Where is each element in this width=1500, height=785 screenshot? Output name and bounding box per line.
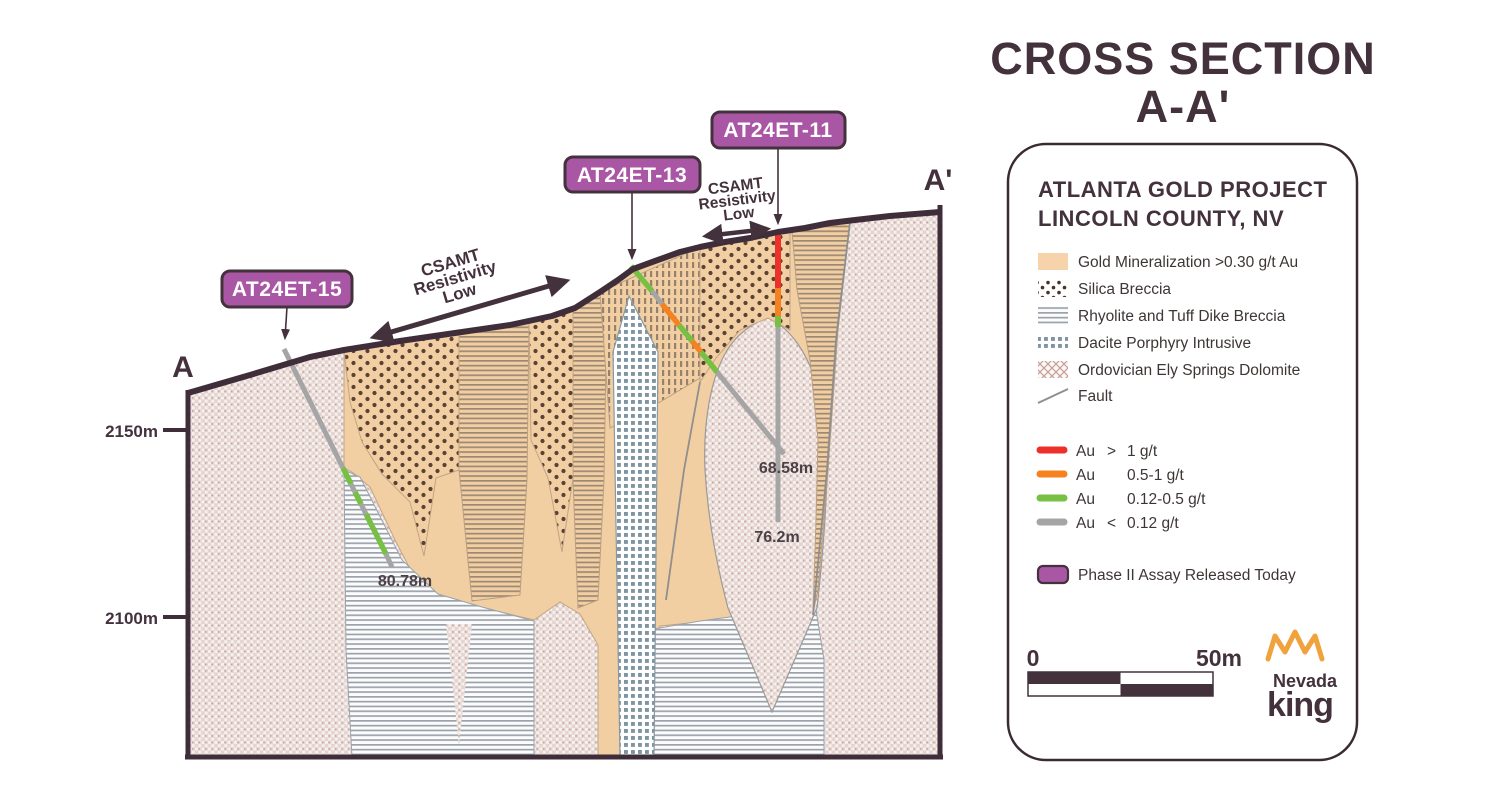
csamt-annotation-short: CSAMT Resistivity Low bbox=[698, 175, 777, 245]
svg-text:Au: Au bbox=[1076, 491, 1095, 508]
drillhole-trace-AT24ET-15 bbox=[281, 347, 395, 569]
eoh-label-AT24ET-13: 68.58m bbox=[759, 460, 813, 477]
svg-text:Phase II Assay Released Today: Phase II Assay Released Today bbox=[1078, 567, 1296, 584]
legend-item-silica-breccia: Silica Breccia bbox=[1038, 280, 1171, 298]
svg-text:Dacite Porphyry Intrusive: Dacite Porphyry Intrusive bbox=[1078, 335, 1251, 352]
nevada-king-logo: Nevada king bbox=[1265, 629, 1338, 724]
svg-text:Silica Breccia: Silica Breccia bbox=[1078, 281, 1171, 298]
logo-king-text: king bbox=[1267, 686, 1333, 724]
legend-au-05-1: Au 0.5-1 g/t bbox=[1036, 467, 1185, 484]
endpoint-label-a-prime: A' bbox=[924, 164, 953, 197]
silica-breccia-right bbox=[699, 230, 791, 384]
legend-item-rhyolite: Rhyolite and Tuff Dike Breccia bbox=[1038, 307, 1286, 325]
csamt-short-line3: Low bbox=[722, 204, 756, 225]
svg-text:0.5-1 g/t: 0.5-1 g/t bbox=[1127, 467, 1185, 484]
svg-text:Rhyolite and Tuff Dike Breccia: Rhyolite and Tuff Dike Breccia bbox=[1078, 308, 1286, 325]
drillhole-label-AT24ET-13: AT24ET-13 bbox=[563, 155, 702, 261]
elevation-label-2100: 2100m bbox=[105, 609, 158, 628]
legend-au-gt1: Au > 1 g/t bbox=[1036, 443, 1158, 460]
legend-item-gold: Gold Mineralization >0.30 g/t Au bbox=[1038, 253, 1298, 271]
legend-item-dacite: Dacite Porphyry Intrusive bbox=[1038, 334, 1251, 352]
legend-panel: ATLANTA GOLD PROJECT LINCOLN COUNTY, NV … bbox=[1006, 142, 1359, 762]
legend-au-012-05: Au 0.12-0.5 g/t bbox=[1036, 491, 1206, 508]
svg-text:AT24ET-15: AT24ET-15 bbox=[232, 278, 342, 301]
panel-header-line1: ATLANTA GOLD PROJECT bbox=[1038, 177, 1328, 202]
fault-line-right bbox=[812, 221, 851, 616]
svg-text:AT24ET-13: AT24ET-13 bbox=[577, 164, 687, 187]
eoh-label-AT24ET-15: 80.78m bbox=[378, 573, 432, 590]
scale-start-label: 0 bbox=[1027, 645, 1040, 671]
legend-item-fault: Fault bbox=[1037, 388, 1113, 405]
svg-text:0.12-0.5 g/t: 0.12-0.5 g/t bbox=[1127, 491, 1206, 508]
scale-end-label: 50m bbox=[1196, 645, 1242, 671]
page-title-line2: A-A' bbox=[1136, 81, 1231, 132]
svg-text:1 g/t: 1 g/t bbox=[1127, 443, 1158, 460]
logo-nevada-text: Nevada bbox=[1273, 671, 1338, 691]
legend-panel-border bbox=[1006, 142, 1359, 762]
legend-item-phase2: Phase II Assay Released Today bbox=[1036, 564, 1296, 585]
scale-bar: 0 50m bbox=[1027, 645, 1242, 697]
svg-text:0.12 g/t: 0.12 g/t bbox=[1127, 515, 1179, 532]
svg-text:Au: Au bbox=[1076, 443, 1095, 460]
svg-text:Ordovician Ely Springs Dolomit: Ordovician Ely Springs Dolomite bbox=[1078, 362, 1300, 379]
rhyolite-body-left bbox=[343, 469, 535, 757]
csamt-short-arrow bbox=[701, 220, 772, 245]
panel-header-line2: LINCOLN COUNTY, NV bbox=[1038, 206, 1284, 231]
svg-text:<: < bbox=[1107, 515, 1116, 532]
crown-icon bbox=[1265, 629, 1325, 662]
fault-line-dome bbox=[665, 381, 701, 601]
svg-text:Gold Mineralization >0.30 g/t: Gold Mineralization >0.30 g/t Au bbox=[1078, 254, 1298, 271]
svg-text:Au: Au bbox=[1076, 467, 1095, 484]
csamt-long-arrow bbox=[369, 275, 571, 343]
endpoint-label-a: A bbox=[172, 351, 194, 384]
silica-breccia-left bbox=[343, 331, 460, 557]
eoh-label-AT24ET-11: 76.2m bbox=[754, 529, 799, 546]
svg-text:>: > bbox=[1107, 443, 1116, 460]
svg-text:AT24ET-11: AT24ET-11 bbox=[723, 119, 832, 142]
drillhole-label-AT24ET-11: AT24ET-11 bbox=[710, 110, 847, 226]
dolomite-notch-left bbox=[446, 624, 472, 745]
svg-text:Fault: Fault bbox=[1078, 388, 1113, 405]
page-title-line1: CROSS SECTION bbox=[990, 33, 1376, 84]
drillhole-label-AT24ET-15: AT24ET-15 bbox=[220, 269, 354, 341]
dacite-porphyry-dike bbox=[612, 294, 659, 757]
svg-text:Au: Au bbox=[1076, 515, 1095, 532]
surface-line bbox=[187, 209, 941, 396]
rhyolite-in-gold-band-1 bbox=[458, 322, 530, 602]
legend-item-dolomite: Ordovician Ely Springs Dolomite bbox=[1038, 361, 1300, 379]
section-outline bbox=[163, 205, 943, 760]
legend-au-lt012: Au < 0.12 g/t bbox=[1036, 515, 1179, 532]
elevation-label-2150: 2150m bbox=[105, 422, 158, 441]
csamt-short-line1: CSAMT bbox=[707, 175, 764, 199]
